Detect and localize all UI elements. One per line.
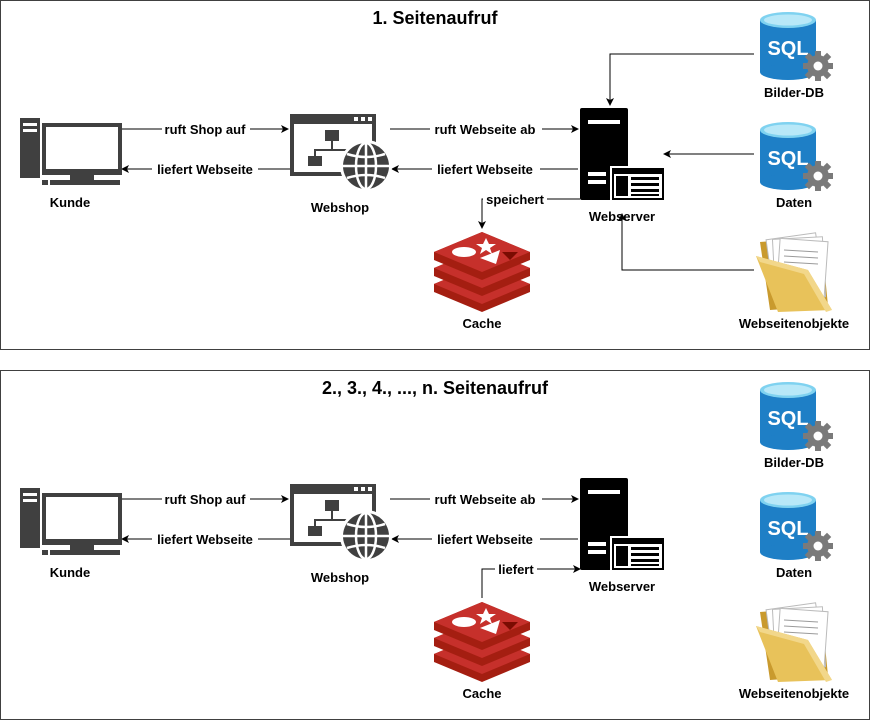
edge-bilderdb-webserver [606,53,754,106]
node-label-webserver: Webserver [589,579,655,594]
node-webseitenobjekte-2: Webseitenobjekte [739,602,849,701]
edge-webserver-webshop: liefert Webseite [391,161,578,177]
node-webshop: Webshop [288,112,394,215]
node-label-cache: Cache [462,316,501,331]
node-label-cache: Cache [462,686,501,701]
node-kunde: Kunde [20,118,122,210]
edge-label-liefert-webseite: liefert Webseite [157,162,253,177]
edge-kunde-webshop: ruft Shop auf [122,121,289,137]
edge-kunde-webshop-2: ruft Shop auf [122,491,289,507]
node-kunde-2: Kunde [20,488,122,580]
node-cache: Cache [434,232,530,331]
panel-1-title: 1. Seitenaufruf [372,8,498,28]
node-label-webseitenobjekte: Webseitenobjekte [739,316,849,331]
node-label-daten: Daten [776,565,812,580]
edge-label-ruft-shop-auf: ruft Shop auf [165,492,247,507]
computer-icon [20,118,122,185]
node-label-bilder-db: Bilder-DB [764,85,824,100]
node-daten-2: Daten [760,492,833,580]
edge-label-ruft-webseite-ab: ruft Webseite ab [435,492,536,507]
node-bilder-db: Bilder-DB [760,12,833,100]
node-webshop-2: Webshop [288,482,394,585]
node-webseitenobjekte: Webseitenobjekte [739,232,849,331]
node-daten: Daten [760,122,833,210]
edge-label-ruft-webseite-ab: ruft Webseite ab [435,122,536,137]
computer-icon [20,488,122,555]
edge-webshop-kunde: liefert Webseite [121,161,290,177]
edge-label-liefert-webseite-2: liefert Webseite [437,162,533,177]
node-label-webserver: Webserver [589,209,655,224]
edge-label-speichert: speichert [486,192,544,207]
edge-webshop-kunde-2: liefert Webseite [121,531,290,547]
edge-webserver-webshop-2: liefert Webseite [391,531,578,547]
node-label-kunde: Kunde [50,195,90,210]
node-label-kunde: Kunde [50,565,90,580]
panel-2-title: 2., 3., 4., ..., n. Seitenaufruf [322,378,549,398]
edge-webserver-cache: speichert [478,191,580,229]
edge-label-ruft-shop-auf: ruft Shop auf [165,122,247,137]
edge-webshop-webserver-2: ruft Webseite ab [390,491,579,507]
edge-label-liefert-webseite: liefert Webseite [157,532,253,547]
panel-2: 2., 3., 4., ..., n. Seitenaufruf ruft Sh… [0,370,870,720]
node-webserver-2: Webserver [580,478,666,594]
node-label-webshop: Webshop [311,570,369,585]
edge-label-liefert: liefert [498,562,534,577]
edge-objekte-webserver [618,213,754,271]
node-bilder-db-2: Bilder-DB [760,382,833,470]
node-cache-2: Cache [434,602,530,701]
node-label-bilder-db: Bilder-DB [764,455,824,470]
edge-label-liefert-webseite-2: liefert Webseite [437,532,533,547]
edge-webshop-webserver: ruft Webseite ab [390,121,579,137]
node-label-daten: Daten [776,195,812,210]
edge-cache-webserver: liefert [481,561,581,598]
node-label-webseitenobjekte: Webseitenobjekte [739,686,849,701]
panel-1: 1. Seitenaufruf ruft Shop auf liefert We… [0,0,870,350]
node-webserver: Webserver [580,108,666,224]
node-label-webshop: Webshop [311,200,369,215]
